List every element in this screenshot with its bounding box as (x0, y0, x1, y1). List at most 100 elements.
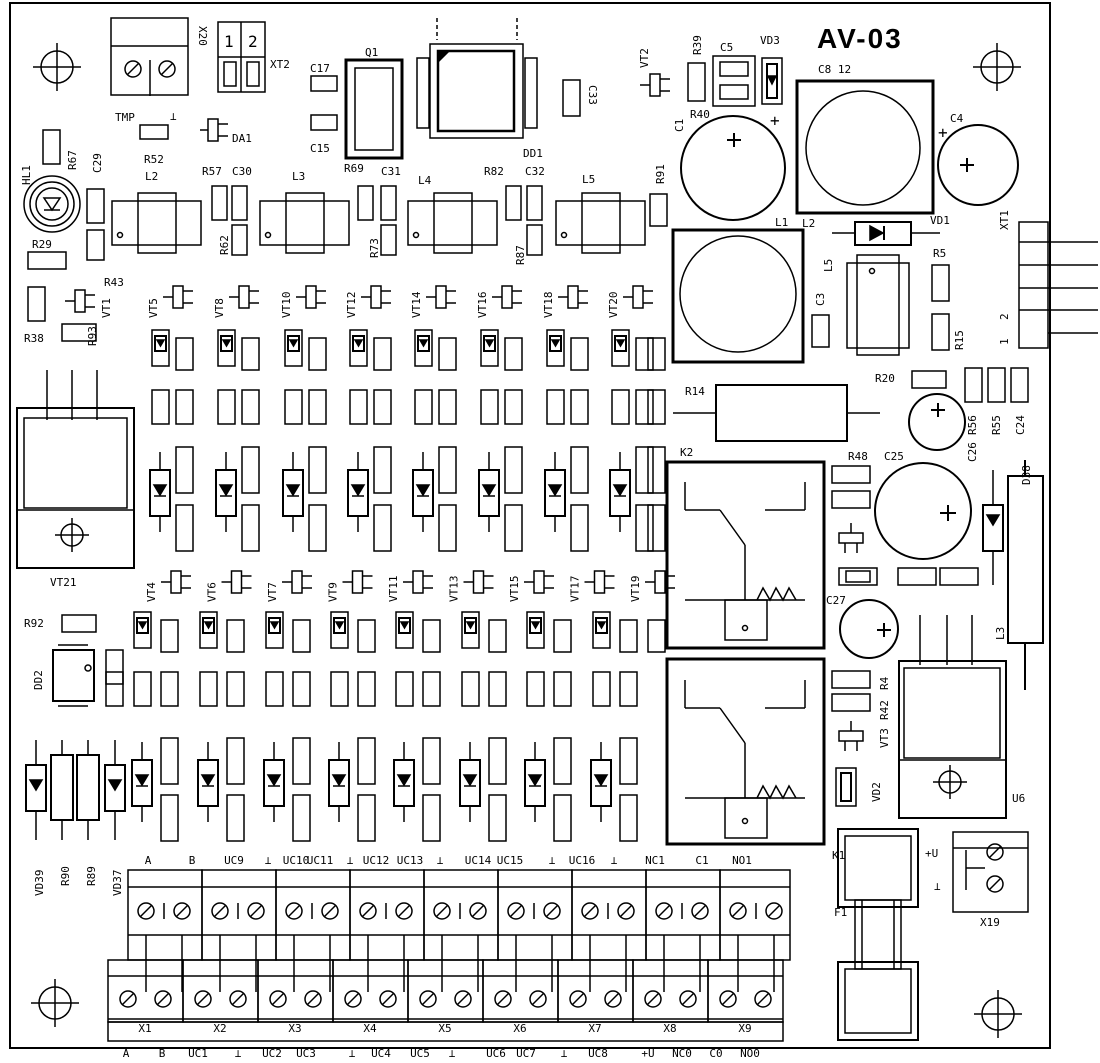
label-r91: R91 (654, 164, 667, 184)
capacitor-small (308, 389, 327, 425)
resistor-b (939, 567, 979, 586)
inductor-l3-right (1007, 460, 1044, 690)
capacitor-c1 (680, 115, 786, 221)
diode-small (611, 329, 630, 367)
diode-channel (282, 452, 304, 532)
label-gnd: ⊥ (170, 110, 177, 123)
diode-vd2 (835, 767, 857, 807)
transistor-vt6 (221, 570, 252, 594)
mounting-hole-icon (33, 43, 81, 91)
label-c27: C27 (826, 594, 846, 607)
resistor-small (611, 389, 630, 425)
transistor-vt8 (229, 285, 259, 309)
resistor-small (160, 619, 179, 653)
resistor-small (265, 671, 284, 707)
resistor-small (151, 389, 170, 425)
terminal-label-bottom: ⊥ (235, 1047, 242, 1060)
label-xt1-pin1: 1 (998, 338, 1011, 345)
resistor-r56 (964, 367, 983, 403)
diode-vd1 (832, 221, 940, 246)
terminal-label-bottom: UC1 (188, 1047, 208, 1060)
terminal-label-top: UC16 (569, 854, 596, 867)
label-vt7: VT7 (266, 582, 279, 602)
label-x8: X8 (663, 1022, 676, 1035)
terminal-label-top: NC1 (645, 854, 665, 867)
capacitor-c29a (86, 188, 105, 224)
inductor-l2-small (111, 192, 202, 254)
resistor-small (217, 389, 236, 425)
resistor-channel (226, 737, 245, 785)
resistor-small (226, 619, 245, 653)
capacitor-small (570, 389, 589, 425)
diode-channel (609, 452, 631, 532)
terminal-label-bottom: C0 (709, 1047, 722, 1060)
terminal-block-x6 (482, 959, 559, 1023)
transistor-vt12 (361, 285, 391, 309)
resistor-r5 (931, 264, 950, 302)
label-vd3: VD3 (760, 34, 780, 47)
label-c26: C26 (966, 442, 979, 462)
resistor-channel (553, 737, 572, 785)
label-vt5: VT5 (147, 298, 160, 318)
capacitor-channel (488, 794, 507, 842)
board-title: AV-03 (817, 23, 903, 54)
label-l1: L1 (775, 216, 788, 229)
resistor-small (414, 389, 433, 425)
diode-small (133, 611, 152, 649)
capacitor-channel (570, 504, 589, 552)
terminal-label-bottom: +U (641, 1047, 654, 1060)
resistor-small (105, 671, 124, 707)
terminal-label-bottom: ⊥ (449, 1047, 456, 1060)
regulator-vt21 (16, 370, 135, 569)
ic-dd1 (416, 18, 538, 139)
capacitor-channel (308, 504, 327, 552)
label-r15: R15 (953, 330, 966, 350)
diode-vd37 (104, 740, 126, 840)
label-vt20: VT20 (607, 292, 620, 319)
label-r39: R39 (691, 35, 704, 55)
capacitor-small (438, 389, 457, 425)
label-k2: K2 (680, 446, 693, 459)
diode-vd3 (761, 57, 783, 105)
resistor-small (526, 671, 545, 707)
label-r20: R20 (875, 372, 895, 385)
diode-small (217, 329, 236, 367)
capacitor-c27 (839, 599, 899, 659)
diode-d38 (982, 470, 1004, 585)
label-hl1: HL1 (20, 165, 33, 185)
diode-vd39 (25, 740, 47, 840)
transistor-vt19 (645, 570, 675, 594)
diode-small (265, 611, 284, 649)
resistor-r92 (61, 614, 97, 633)
label-r57: R57 (202, 165, 222, 178)
resistor-channel (488, 737, 507, 785)
terminal-label-bottom: ⊥ (349, 1047, 356, 1060)
resistor-small (241, 337, 260, 371)
terminal-block-x8 (632, 959, 709, 1023)
label-c32: C32 (525, 165, 545, 178)
label-x6: X6 (513, 1022, 526, 1035)
diode-channel (263, 742, 285, 822)
terminal-label-top: UC10 (283, 854, 310, 867)
label-r52: R52 (144, 153, 164, 166)
capacitor-c15 (310, 114, 338, 131)
resistor-small (553, 619, 572, 653)
diode-channel (459, 742, 481, 822)
label-x19: X19 (980, 916, 1000, 929)
resistor-channel (175, 446, 194, 494)
label-vt3: VT3 (878, 728, 891, 748)
resistor-channel (570, 446, 589, 494)
resistor-r52 (139, 124, 169, 140)
capacitor-channel (422, 794, 441, 842)
label-c8-12: C8 12 (818, 63, 851, 76)
resistor-r48 (831, 465, 871, 484)
resistor-small (504, 337, 523, 371)
label-x2: X2 (213, 1022, 226, 1035)
resistor-small (373, 337, 392, 371)
resistor-r42 (831, 693, 871, 712)
capacitor-c30 (231, 185, 248, 221)
label-r29: R29 (32, 238, 52, 251)
label-plus-u: +U (925, 847, 938, 860)
resistor-small (647, 619, 666, 653)
